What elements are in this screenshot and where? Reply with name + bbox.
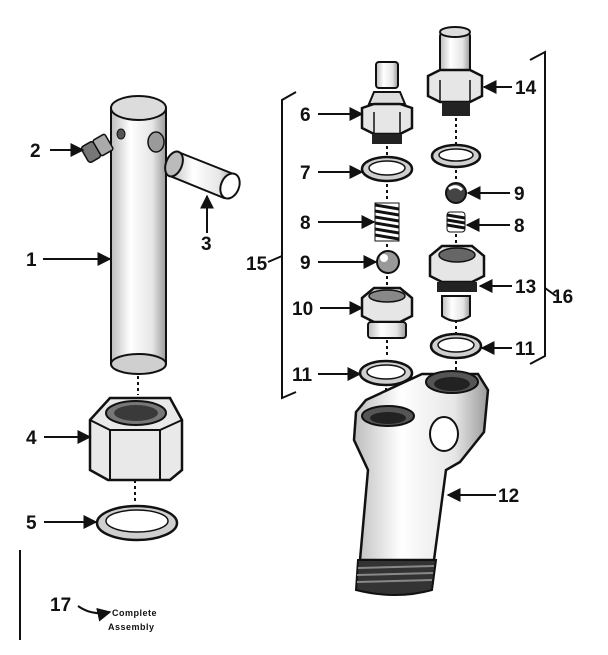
part-8-spring-right — [446, 211, 466, 233]
callout-8a: 8 — [300, 213, 311, 234]
callout-5: 5 — [26, 513, 37, 534]
callout-8b: 8 — [514, 216, 525, 237]
callout-9b: 9 — [514, 184, 525, 205]
part-1-tube — [110, 95, 167, 375]
callout-1: 1 — [26, 250, 37, 271]
part-7-washer — [360, 155, 414, 183]
callout-12: 12 — [498, 486, 519, 507]
part-12-body — [352, 370, 490, 596]
callout-11a: 11 — [292, 365, 313, 386]
part-9-ball — [376, 250, 400, 274]
callout-14: 14 — [515, 78, 537, 99]
part-9-ball-right — [445, 182, 467, 204]
part-7-washer-right — [430, 143, 482, 169]
part-5-washer — [95, 504, 179, 542]
callout-11b: 11 — [515, 339, 536, 360]
callout-9a: 9 — [300, 253, 311, 274]
part-4-hex-nut — [88, 396, 184, 482]
part-3-sleeve — [164, 150, 241, 200]
callout-17: 17 — [50, 595, 71, 616]
part-6-hose-fitting — [360, 61, 414, 144]
note-line-2: Assembly — [108, 622, 155, 632]
note-line-1: Complete — [112, 608, 157, 618]
callout-7: 7 — [300, 163, 311, 184]
part-10-hex-body — [360, 286, 414, 339]
callout-3: 3 — [201, 234, 212, 255]
part-2-fitting — [80, 133, 114, 163]
leader-lines — [43, 80, 557, 622]
callout-4: 4 — [26, 428, 37, 449]
callout-6: 6 — [300, 105, 311, 126]
callout-13: 13 — [515, 277, 536, 298]
callout-10: 10 — [292, 299, 313, 320]
part-14-fitting — [426, 26, 484, 116]
part-11-washer-right — [429, 332, 483, 360]
part-8-spring — [374, 202, 400, 242]
callout-2: 2 — [30, 141, 41, 162]
callout-15: 15 — [246, 254, 268, 275]
part-11-washer-left — [358, 359, 414, 387]
callout-16: 16 — [552, 287, 573, 308]
part-13-hex-nut — [428, 244, 486, 322]
